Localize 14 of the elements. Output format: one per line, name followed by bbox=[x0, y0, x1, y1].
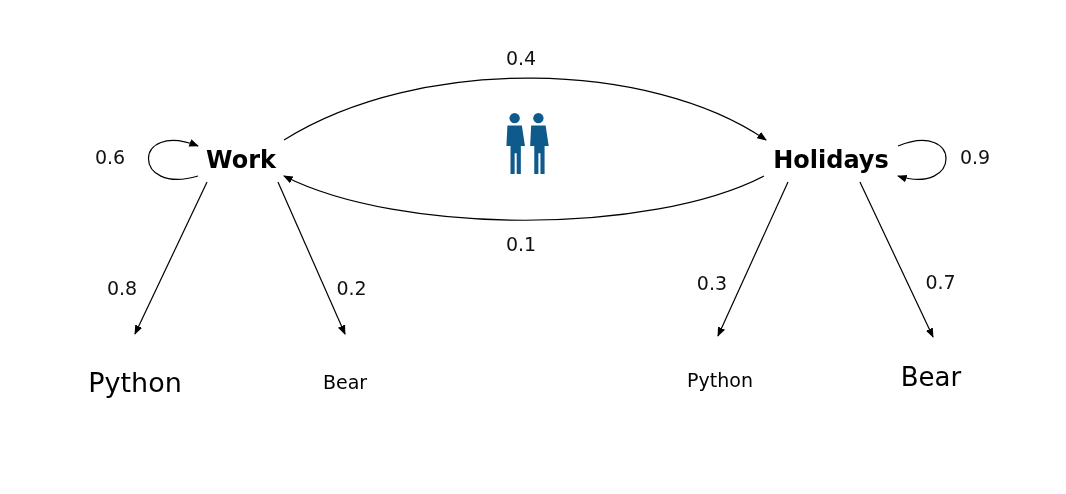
observation-label: Bear bbox=[900, 363, 962, 393]
state-label: Work bbox=[206, 147, 276, 175]
arrow bbox=[717, 181, 789, 337]
observation-label: Python bbox=[687, 370, 753, 392]
arrow bbox=[283, 175, 765, 221]
arrow bbox=[134, 181, 208, 335]
state-label: Holidays bbox=[773, 147, 889, 175]
self-loop-arrow bbox=[147, 139, 199, 180]
observation-label: Python bbox=[88, 366, 182, 398]
arrow bbox=[283, 77, 767, 141]
arrow bbox=[859, 181, 934, 338]
observation-label: Bear bbox=[322, 372, 368, 394]
arrow bbox=[277, 181, 346, 335]
self-loop-arrow bbox=[897, 140, 947, 182]
